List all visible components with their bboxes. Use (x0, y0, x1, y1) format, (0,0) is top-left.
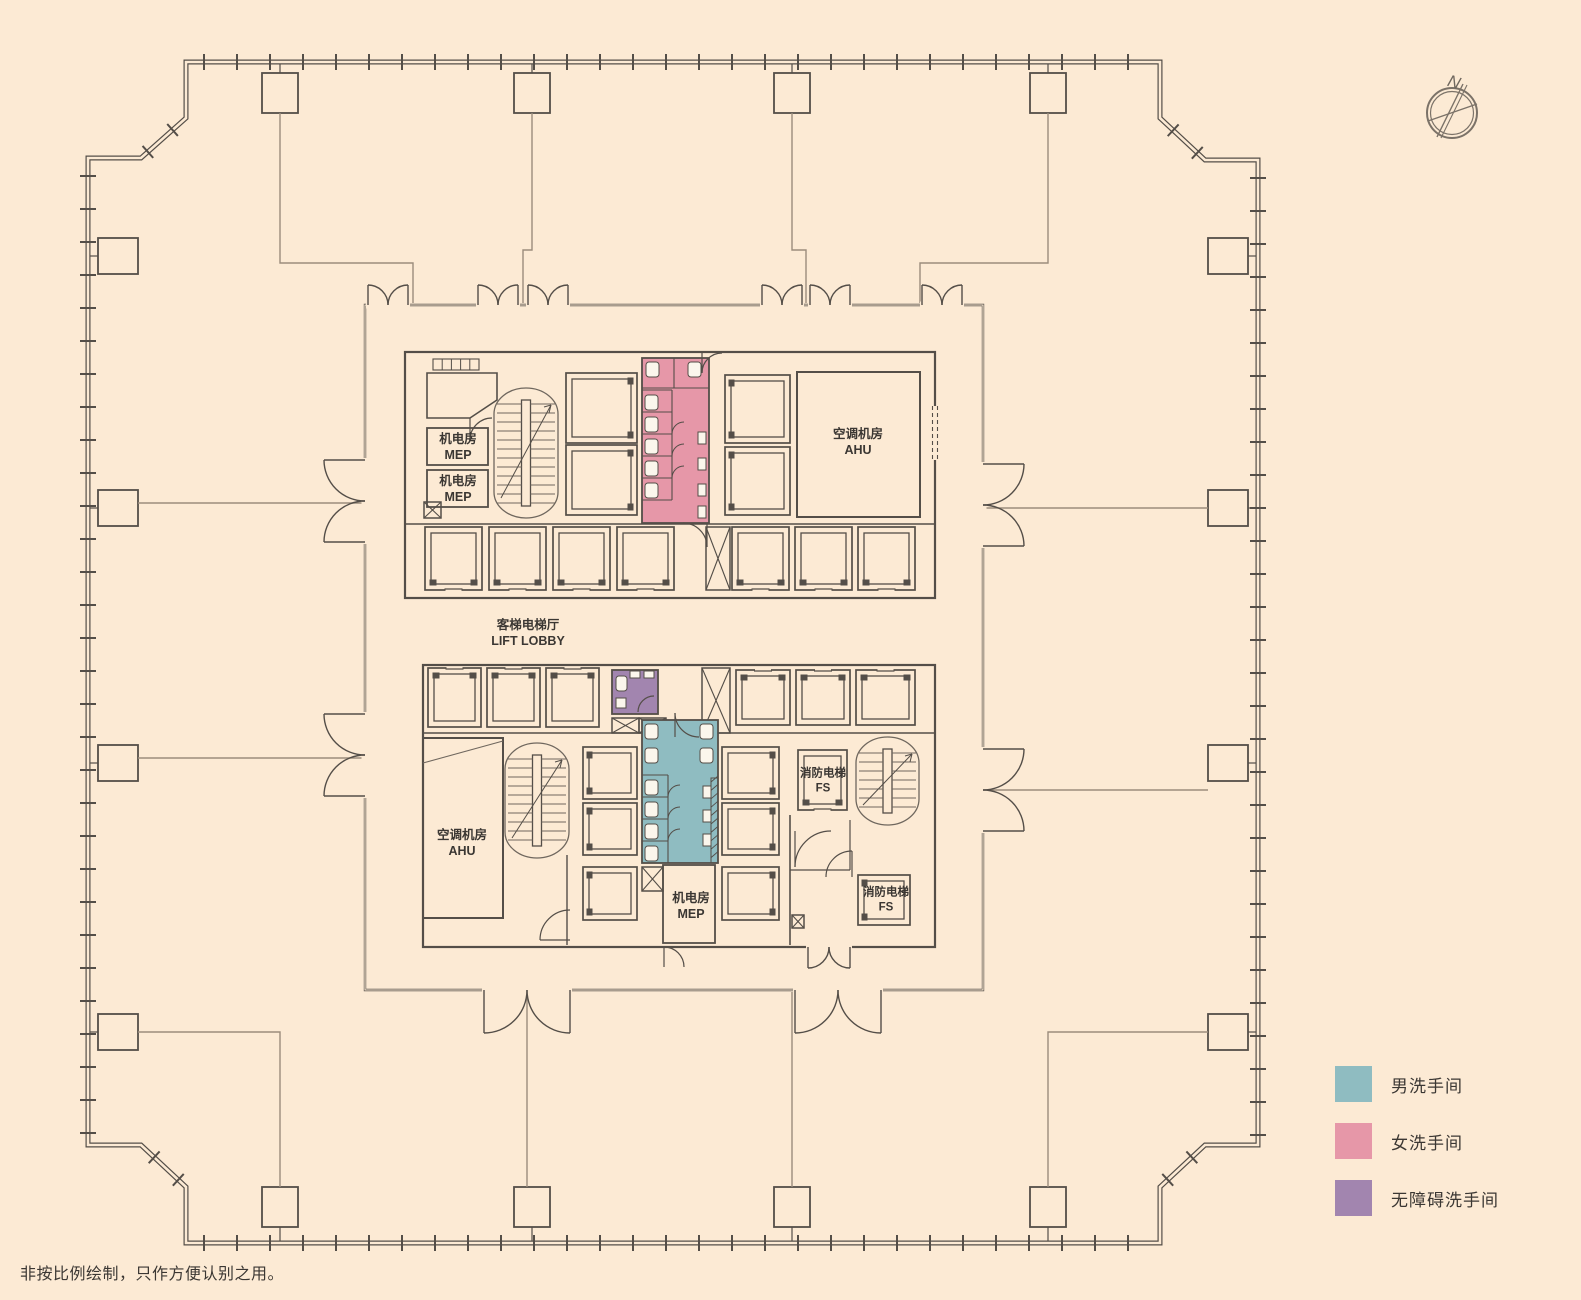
compass-outer-ring (1426, 87, 1478, 139)
lift-shaft (735, 668, 791, 726)
partition-lines (138, 113, 1208, 1187)
lift-shaft (565, 444, 638, 516)
lift-shaft (724, 446, 791, 516)
lift-shaft (731, 526, 790, 592)
staircase (493, 387, 559, 519)
compass-cross-line (1427, 103, 1478, 122)
core-rooms (403, 350, 939, 969)
lift-shaft (486, 666, 541, 728)
lift-shaft (721, 802, 780, 856)
lift-shaft (855, 668, 916, 726)
lift-shaft (857, 526, 916, 592)
service-shaft (611, 717, 640, 734)
lift-shaft (721, 746, 780, 800)
legend-label-accessible-toilet: 无障碍洗手间 (1391, 1190, 1499, 1210)
staircase (504, 742, 570, 859)
legend-swatch-accessible-toilet (1335, 1180, 1372, 1216)
legend-item-female-toilet: 女洗手间 (1335, 1123, 1499, 1159)
compass-inner-ring (1429, 90, 1475, 136)
lift-shaft (427, 666, 482, 728)
legend-swatch-female-toilet (1335, 1123, 1372, 1159)
lift-shaft (794, 526, 853, 592)
core-boundary (323, 284, 1025, 1034)
legend-swatch-male-toilet (1335, 1066, 1372, 1102)
perimeter-walls (80, 54, 1266, 1251)
lift-shaft (582, 802, 638, 856)
service-shaft (641, 866, 664, 892)
fire-service-lift (797, 749, 848, 812)
service-shaft (791, 914, 805, 929)
lift-shaft (582, 866, 638, 921)
lift-shaft (616, 526, 675, 592)
legend-label-male-toilet: 男洗手间 (1391, 1076, 1463, 1096)
fire-service-lift (857, 874, 911, 926)
lift-shaft (565, 372, 638, 444)
lift-shaft (545, 666, 600, 728)
legend-item-accessible-toilet: 无障碍洗手间 (1335, 1180, 1499, 1216)
staircase (855, 736, 920, 826)
lift-shaft (724, 374, 791, 444)
service-shaft (423, 501, 442, 519)
lift-shaft (582, 746, 638, 800)
lift-shaft (552, 526, 611, 592)
service-shaft (705, 526, 731, 591)
compass-needle (1436, 83, 1464, 138)
legend-label-female-toilet: 女洗手间 (1391, 1133, 1463, 1153)
north-compass: N (1426, 71, 1478, 139)
compass-needle-2 (1440, 84, 1468, 139)
lift-shaft (795, 668, 851, 726)
male-toilet-area (641, 712, 719, 864)
scale-note: 非按比例绘制，只作方便认别之用。 (20, 1266, 285, 1283)
lift-shaft (424, 526, 483, 592)
legend: 男洗手间 女洗手间 无障碍洗手间 (1335, 1066, 1499, 1216)
accessible-toilet-area (611, 669, 659, 715)
lift-shaft (721, 866, 780, 921)
female-toilet-area (641, 357, 710, 548)
legend-item-male-toilet: 男洗手间 (1335, 1066, 1499, 1102)
lift-shaft (488, 526, 547, 592)
